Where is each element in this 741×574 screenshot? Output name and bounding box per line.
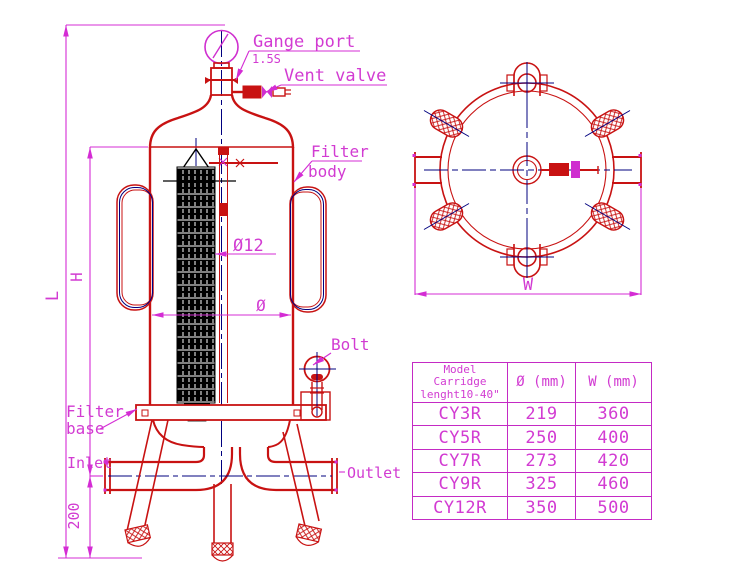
- dimension-L: L: [43, 24, 225, 559]
- dimension-diameter: Ø: [152, 296, 291, 318]
- dimension-H: H: [67, 146, 148, 476]
- outlet-callout: Outlet: [339, 464, 401, 482]
- model-column-header: Model Carridge lenght10-40": [412, 362, 508, 403]
- lower-right-lug: [584, 202, 631, 231]
- diameter-cell: 350: [507, 495, 576, 521]
- width-cell: 500: [575, 495, 652, 521]
- filter-body-label-1: Filter: [311, 142, 369, 161]
- base-flange: [135, 404, 327, 421]
- width-column-header: W (mm): [575, 362, 652, 403]
- bottom-lug: [500, 236, 554, 278]
- width-cell: 360: [575, 401, 652, 427]
- pressure-gauge-icon: [204, 29, 239, 69]
- table-row: CY7R 273 420: [412, 448, 652, 474]
- width-cell: 400: [575, 425, 652, 450]
- top-view-vent-valve: [541, 161, 599, 178]
- gauge-port-callout: Gange port 1.5S: [235, 32, 360, 81]
- top-view-left-pipe: [412, 152, 442, 188]
- model-cell: CY12R: [412, 495, 508, 521]
- top-view: W: [412, 62, 642, 297]
- upper-right-lug: [584, 109, 631, 138]
- diameter-column-header: Ø (mm): [507, 362, 576, 403]
- lower-left-lug: [423, 202, 470, 231]
- right-foot: [295, 523, 323, 546]
- table-row: CY12R 350 500: [412, 495, 652, 521]
- outlet-label: Outlet: [347, 464, 401, 482]
- table-row: CY5R 250 400: [412, 425, 652, 450]
- width-cell: 420: [575, 448, 652, 474]
- inlet-label: Inlet: [67, 454, 112, 472]
- dim-W-label: W: [523, 275, 534, 295]
- model-cell: CY3R: [412, 401, 508, 427]
- filter-base-callout: Filter base: [66, 402, 138, 438]
- filter-body-label-2: body: [308, 162, 347, 181]
- filter-base-label-1: Filter: [66, 402, 124, 421]
- diameter-cell: 325: [507, 472, 576, 497]
- spec-table-header-row: Model Carridge lenght10-40" Ø (mm) W (mm…: [412, 362, 652, 403]
- center-tube: [218, 147, 229, 403]
- filter-body-callout: Filter body: [293, 142, 369, 183]
- vent-valve-label: Vent valve: [284, 66, 386, 86]
- vent-valve-callout: Vent valve: [265, 66, 387, 93]
- bolt-label: Bolt: [331, 335, 370, 354]
- dim-H-label: H: [67, 272, 86, 282]
- left-handle: [116, 184, 154, 311]
- right-handle: [289, 186, 327, 313]
- filter-cartridge: [163, 147, 278, 422]
- dim-200-label: 200: [65, 502, 83, 529]
- bolt-callout: Bolt: [312, 335, 370, 366]
- bottom-dish: [152, 419, 291, 448]
- diameter-cell: 250: [507, 425, 576, 450]
- top-lug: [500, 62, 554, 104]
- gauge-size-label: 1.5S: [252, 52, 281, 66]
- inlet-callout: Inlet: [67, 454, 112, 472]
- model-header-line3: lenght10-40": [420, 387, 500, 401]
- model-cell: CY7R: [412, 448, 508, 474]
- center-foot: [211, 542, 234, 562]
- inlet-pipe: [103, 447, 234, 494]
- upper-left-lug: [423, 109, 470, 138]
- top-view-right-pipe: [612, 152, 642, 188]
- dimension-drain: Ø12: [215, 236, 276, 257]
- model-cell: CY5R: [412, 425, 508, 450]
- dim-drain-label: Ø12: [233, 236, 264, 256]
- support-legs: [124, 419, 323, 562]
- vent-valve-icon: [232, 85, 291, 99]
- spec-table: Model Carridge lenght10-40" Ø (mm) W (mm…: [412, 362, 652, 521]
- model-header-line2: Carridge: [433, 375, 487, 389]
- model-cell: CY9R: [412, 472, 508, 497]
- width-cell: 460: [575, 472, 652, 497]
- filter-base-label-2: base: [66, 419, 105, 438]
- front-view: L H 200 Ø Ø12 Gange port 1.5S Vent valve: [43, 24, 401, 562]
- dim-L-label: L: [43, 291, 63, 301]
- gauge-needle: [212, 33, 229, 59]
- dim-diameter-label: Ø: [256, 296, 266, 315]
- vessel-body: [148, 94, 295, 405]
- diameter-cell: 219: [507, 401, 576, 427]
- gauge-port-label: Gange port: [253, 32, 355, 52]
- dimension-W: W: [414, 188, 642, 297]
- table-row: CY3R 219 360: [412, 401, 652, 427]
- left-foot: [124, 524, 152, 547]
- model-header-line1: Model: [443, 363, 477, 377]
- diameter-cell: 273: [507, 448, 576, 474]
- dimension-200: 200: [65, 475, 103, 558]
- table-row: CY9R 325 460: [412, 472, 652, 497]
